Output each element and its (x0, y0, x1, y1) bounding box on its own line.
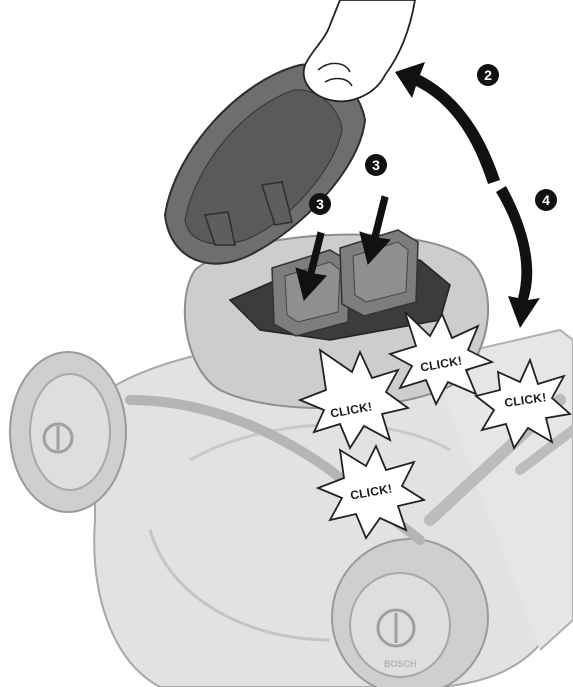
svg-text:4: 4 (542, 192, 550, 208)
open-lid-arrow (395, 62, 500, 184)
battery-right (339, 229, 419, 317)
front-wheel: BOSCH (331, 538, 489, 687)
step-badge-3-right: 3 (365, 154, 387, 176)
step-badge-4: 4 (535, 189, 557, 211)
svg-text:3: 3 (316, 196, 324, 212)
battery-lid (163, 63, 367, 265)
svg-text:CLICK!: CLICK! (503, 390, 547, 410)
click-burst-2: CLICK! (387, 311, 495, 407)
rear-left-wheel (9, 351, 127, 513)
hand-illustration (302, 0, 416, 103)
click-burst-1: CLICK! (297, 348, 411, 450)
svg-text:2: 2 (484, 67, 492, 83)
bosch-logo-icon (376, 608, 416, 648)
brand-logo-text: BOSCH (384, 659, 417, 669)
step-badge-2: 2 (477, 64, 499, 86)
close-lid-arrow (496, 186, 540, 328)
click-burst-3: CLICK! (473, 357, 573, 450)
svg-text:3: 3 (372, 157, 380, 173)
insert-arrow-right (359, 195, 391, 266)
click-burst-4: CLICK! (315, 443, 427, 540)
step-badge-3-left: 3 (309, 193, 331, 215)
bosch-logo-icon (42, 422, 74, 454)
insert-arrow-left (295, 231, 327, 302)
